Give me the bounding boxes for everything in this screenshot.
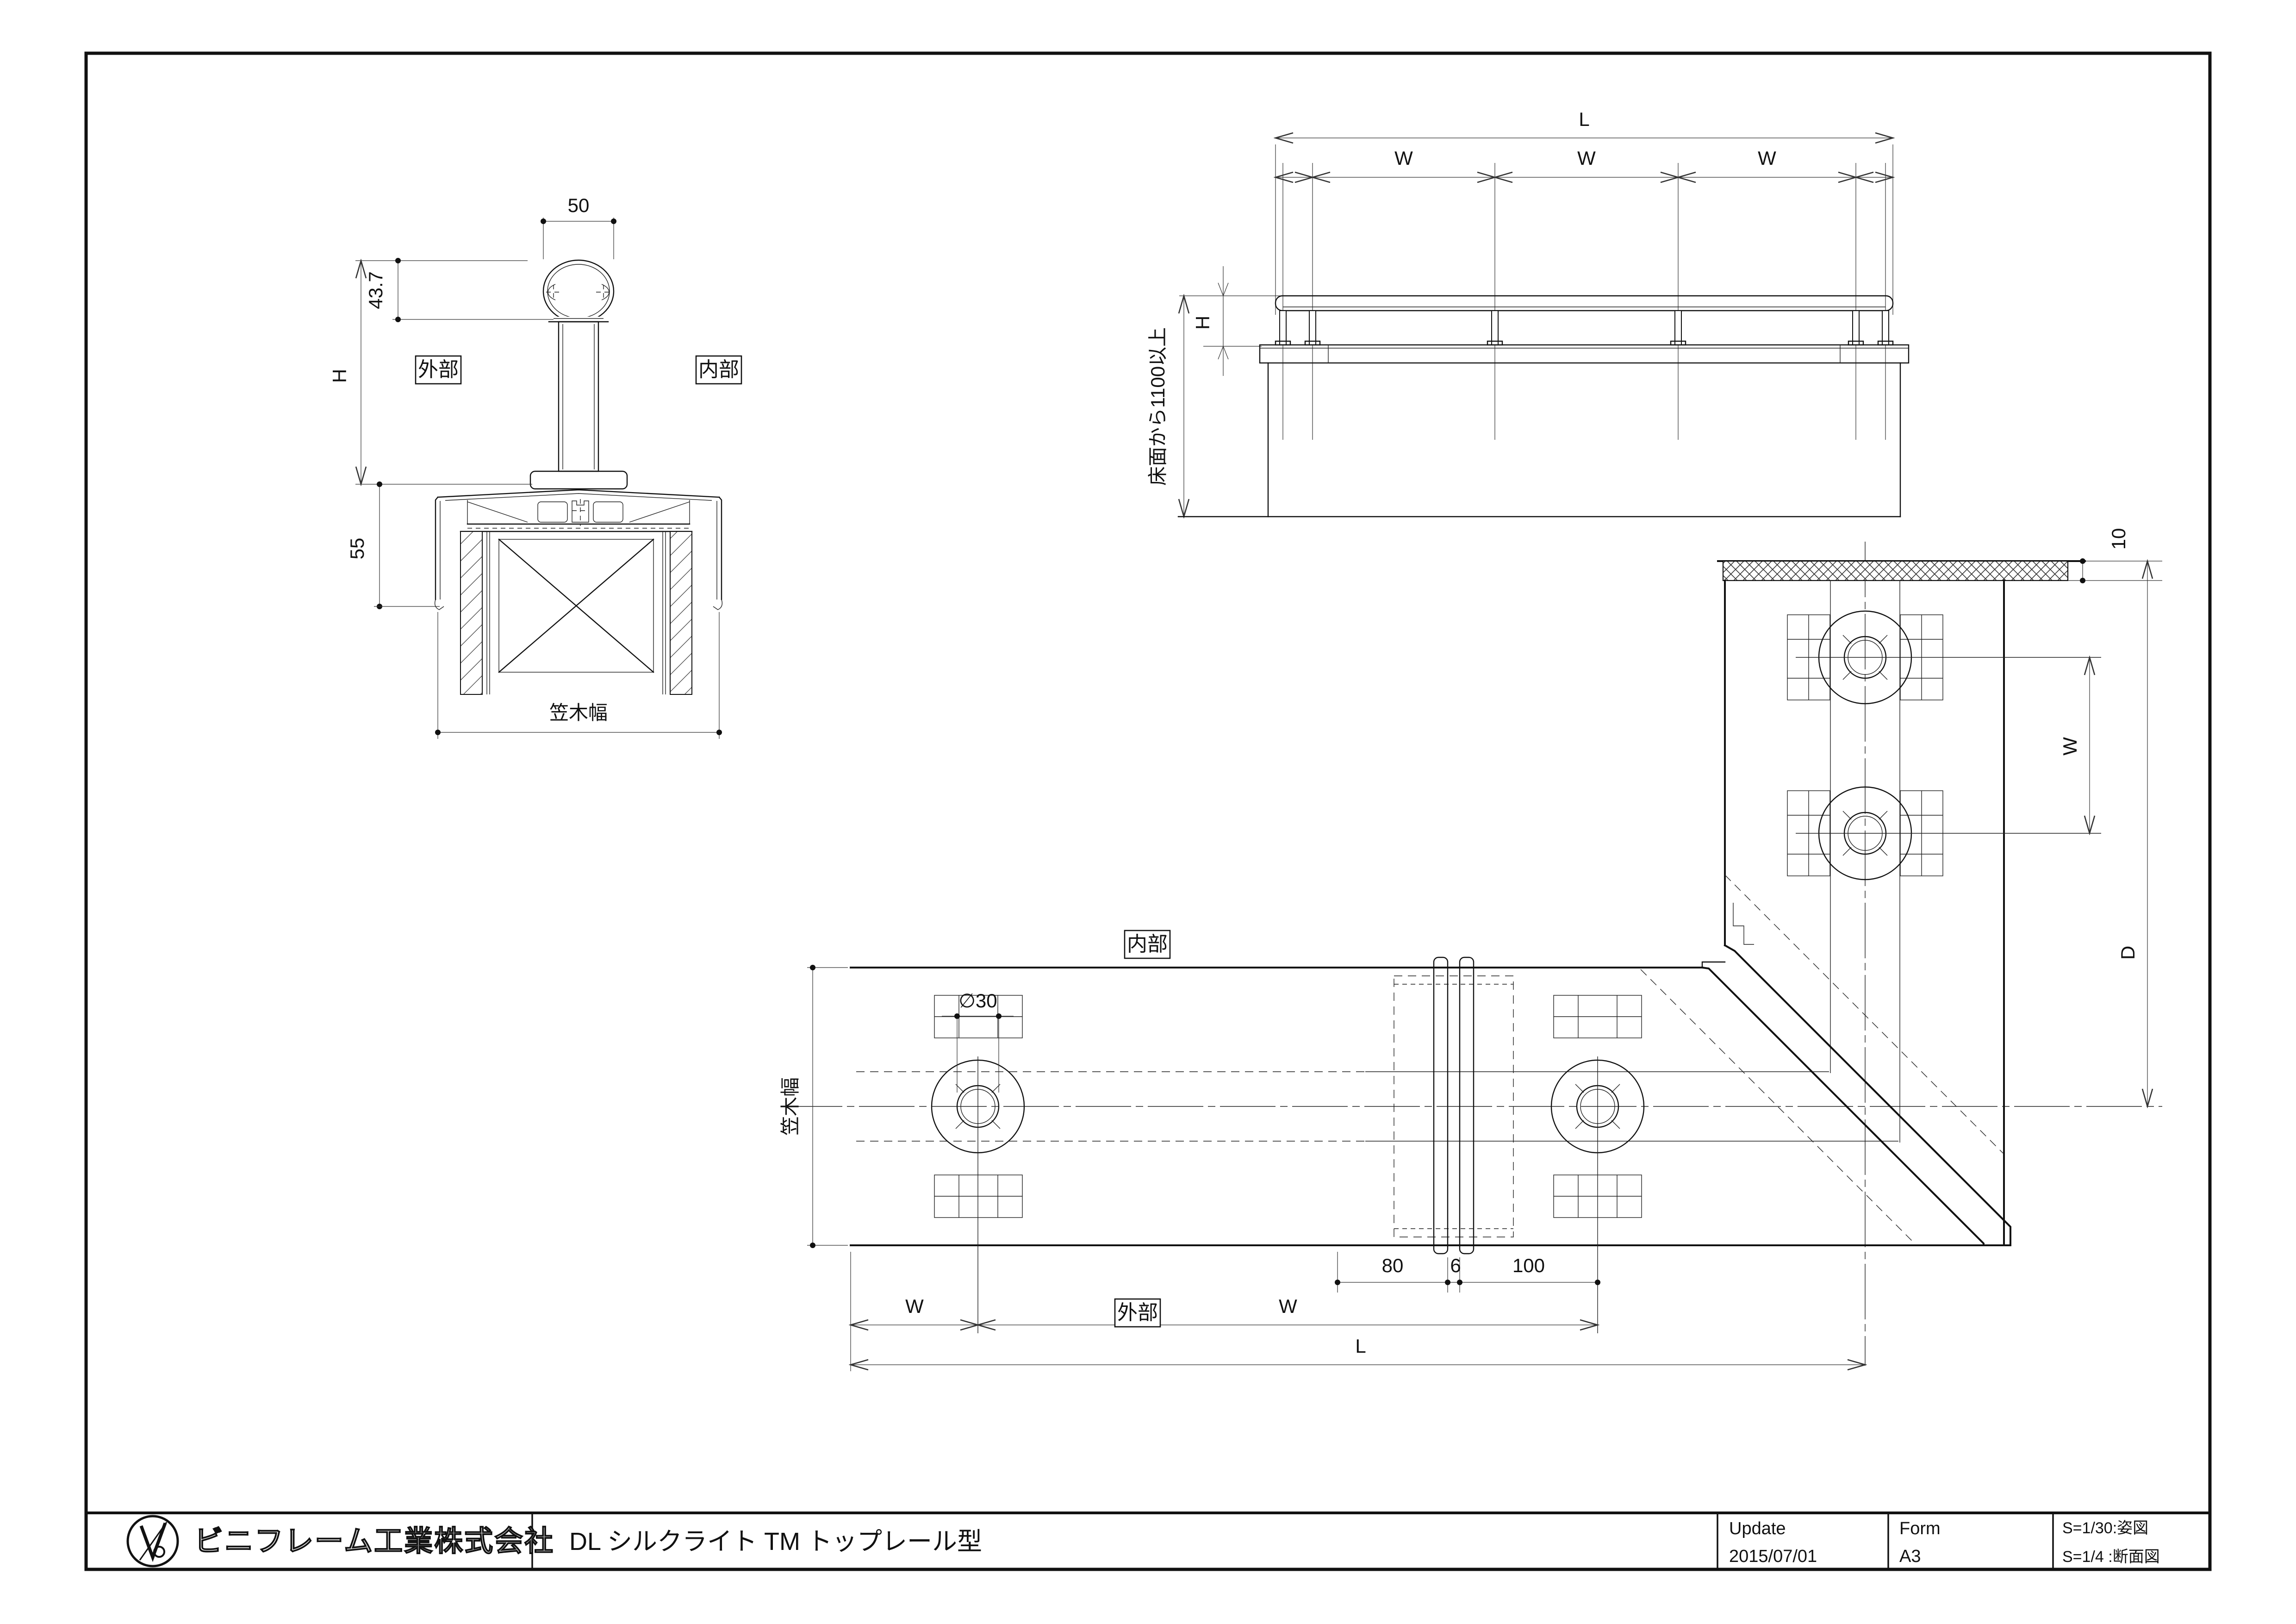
elevation-extension-lines bbox=[1179, 144, 1893, 440]
page-frame bbox=[84, 51, 2212, 1571]
scale-2: S=1/4 :断面図 bbox=[2062, 1548, 2160, 1566]
title-block: ビニフレーム工業株式会社 DL シルクライト TM トップレール型 Update… bbox=[86, 1512, 2210, 1569]
update-value: 2015/07/01 bbox=[1729, 1547, 1817, 1566]
elevation-posts bbox=[1275, 310, 1894, 346]
corner-miter bbox=[1640, 874, 2011, 1246]
dim-W1-elevation: W bbox=[1394, 147, 1413, 169]
drawing-title: DL シルクライト TM トップレール型 bbox=[569, 1528, 982, 1555]
dim-W2-elevation: W bbox=[1577, 147, 1596, 169]
label-interior-section: 内部 bbox=[698, 358, 739, 381]
form-value: A3 bbox=[1899, 1547, 1921, 1566]
plan-view: 笠木幅 ∅30 80 6 100 W W L bbox=[779, 528, 2162, 1371]
elevation-wall bbox=[1177, 362, 1901, 518]
dim-W-side: W bbox=[2059, 737, 2081, 756]
dim-100: 100 bbox=[1512, 1255, 1545, 1276]
label-exterior-section: 外部 bbox=[418, 358, 459, 381]
dim-W3-elevation: W bbox=[1758, 147, 1776, 169]
dim-floor-1100: 床面から1100以上 bbox=[1147, 327, 1169, 486]
dim-50: 50 bbox=[568, 194, 590, 216]
form-label: Form bbox=[1899, 1519, 1941, 1538]
dim-L-elevation: L bbox=[1579, 108, 1589, 130]
scale-1: S=1/30:姿図 bbox=[2062, 1519, 2148, 1537]
dim-L-plan: L bbox=[1355, 1335, 1366, 1357]
dim-H-section: H bbox=[329, 369, 350, 383]
dim-43-7: 43.7 bbox=[365, 271, 386, 309]
dim-10: 10 bbox=[2108, 528, 2129, 550]
plan-joint bbox=[1394, 956, 1514, 1255]
dim-kasagi-width-section: 笠木幅 bbox=[549, 702, 608, 724]
dim-kasagi-width-plan: 笠木幅 bbox=[779, 1077, 801, 1136]
label-interior-plan: 内部 bbox=[1127, 933, 1168, 956]
dim-H-elevation: H bbox=[1192, 316, 1213, 330]
company-logo-icon bbox=[126, 1515, 179, 1568]
plan-posts-vertical bbox=[1787, 610, 2101, 881]
dim-W2-plan: W bbox=[1279, 1295, 1297, 1317]
dim-80: 80 bbox=[1382, 1255, 1404, 1276]
plan-dimensions: 笠木幅 ∅30 80 6 100 W W L bbox=[779, 528, 2162, 1371]
company-name: ビニフレーム工業株式会社 bbox=[194, 1525, 554, 1557]
dim-6: 6 bbox=[1450, 1255, 1461, 1276]
dim-phi30: ∅30 bbox=[958, 990, 997, 1012]
elevation-view: L W W W H 床面から1100以上 bbox=[1147, 108, 1910, 518]
dim-D: D bbox=[2117, 946, 2139, 960]
label-exterior-plan: 外部 bbox=[1117, 1301, 1158, 1324]
update-label: Update bbox=[1729, 1519, 1786, 1538]
dim-55: 55 bbox=[346, 538, 368, 560]
cross-section-dimensions: 50 43.7 H 55 笠木幅 bbox=[329, 194, 722, 739]
dim-W1-plan: W bbox=[905, 1295, 924, 1317]
cross-section-view: 50 43.7 H 55 笠木幅 外部 内部 bbox=[329, 194, 742, 739]
plan-posts-horizontal bbox=[931, 995, 1645, 1333]
